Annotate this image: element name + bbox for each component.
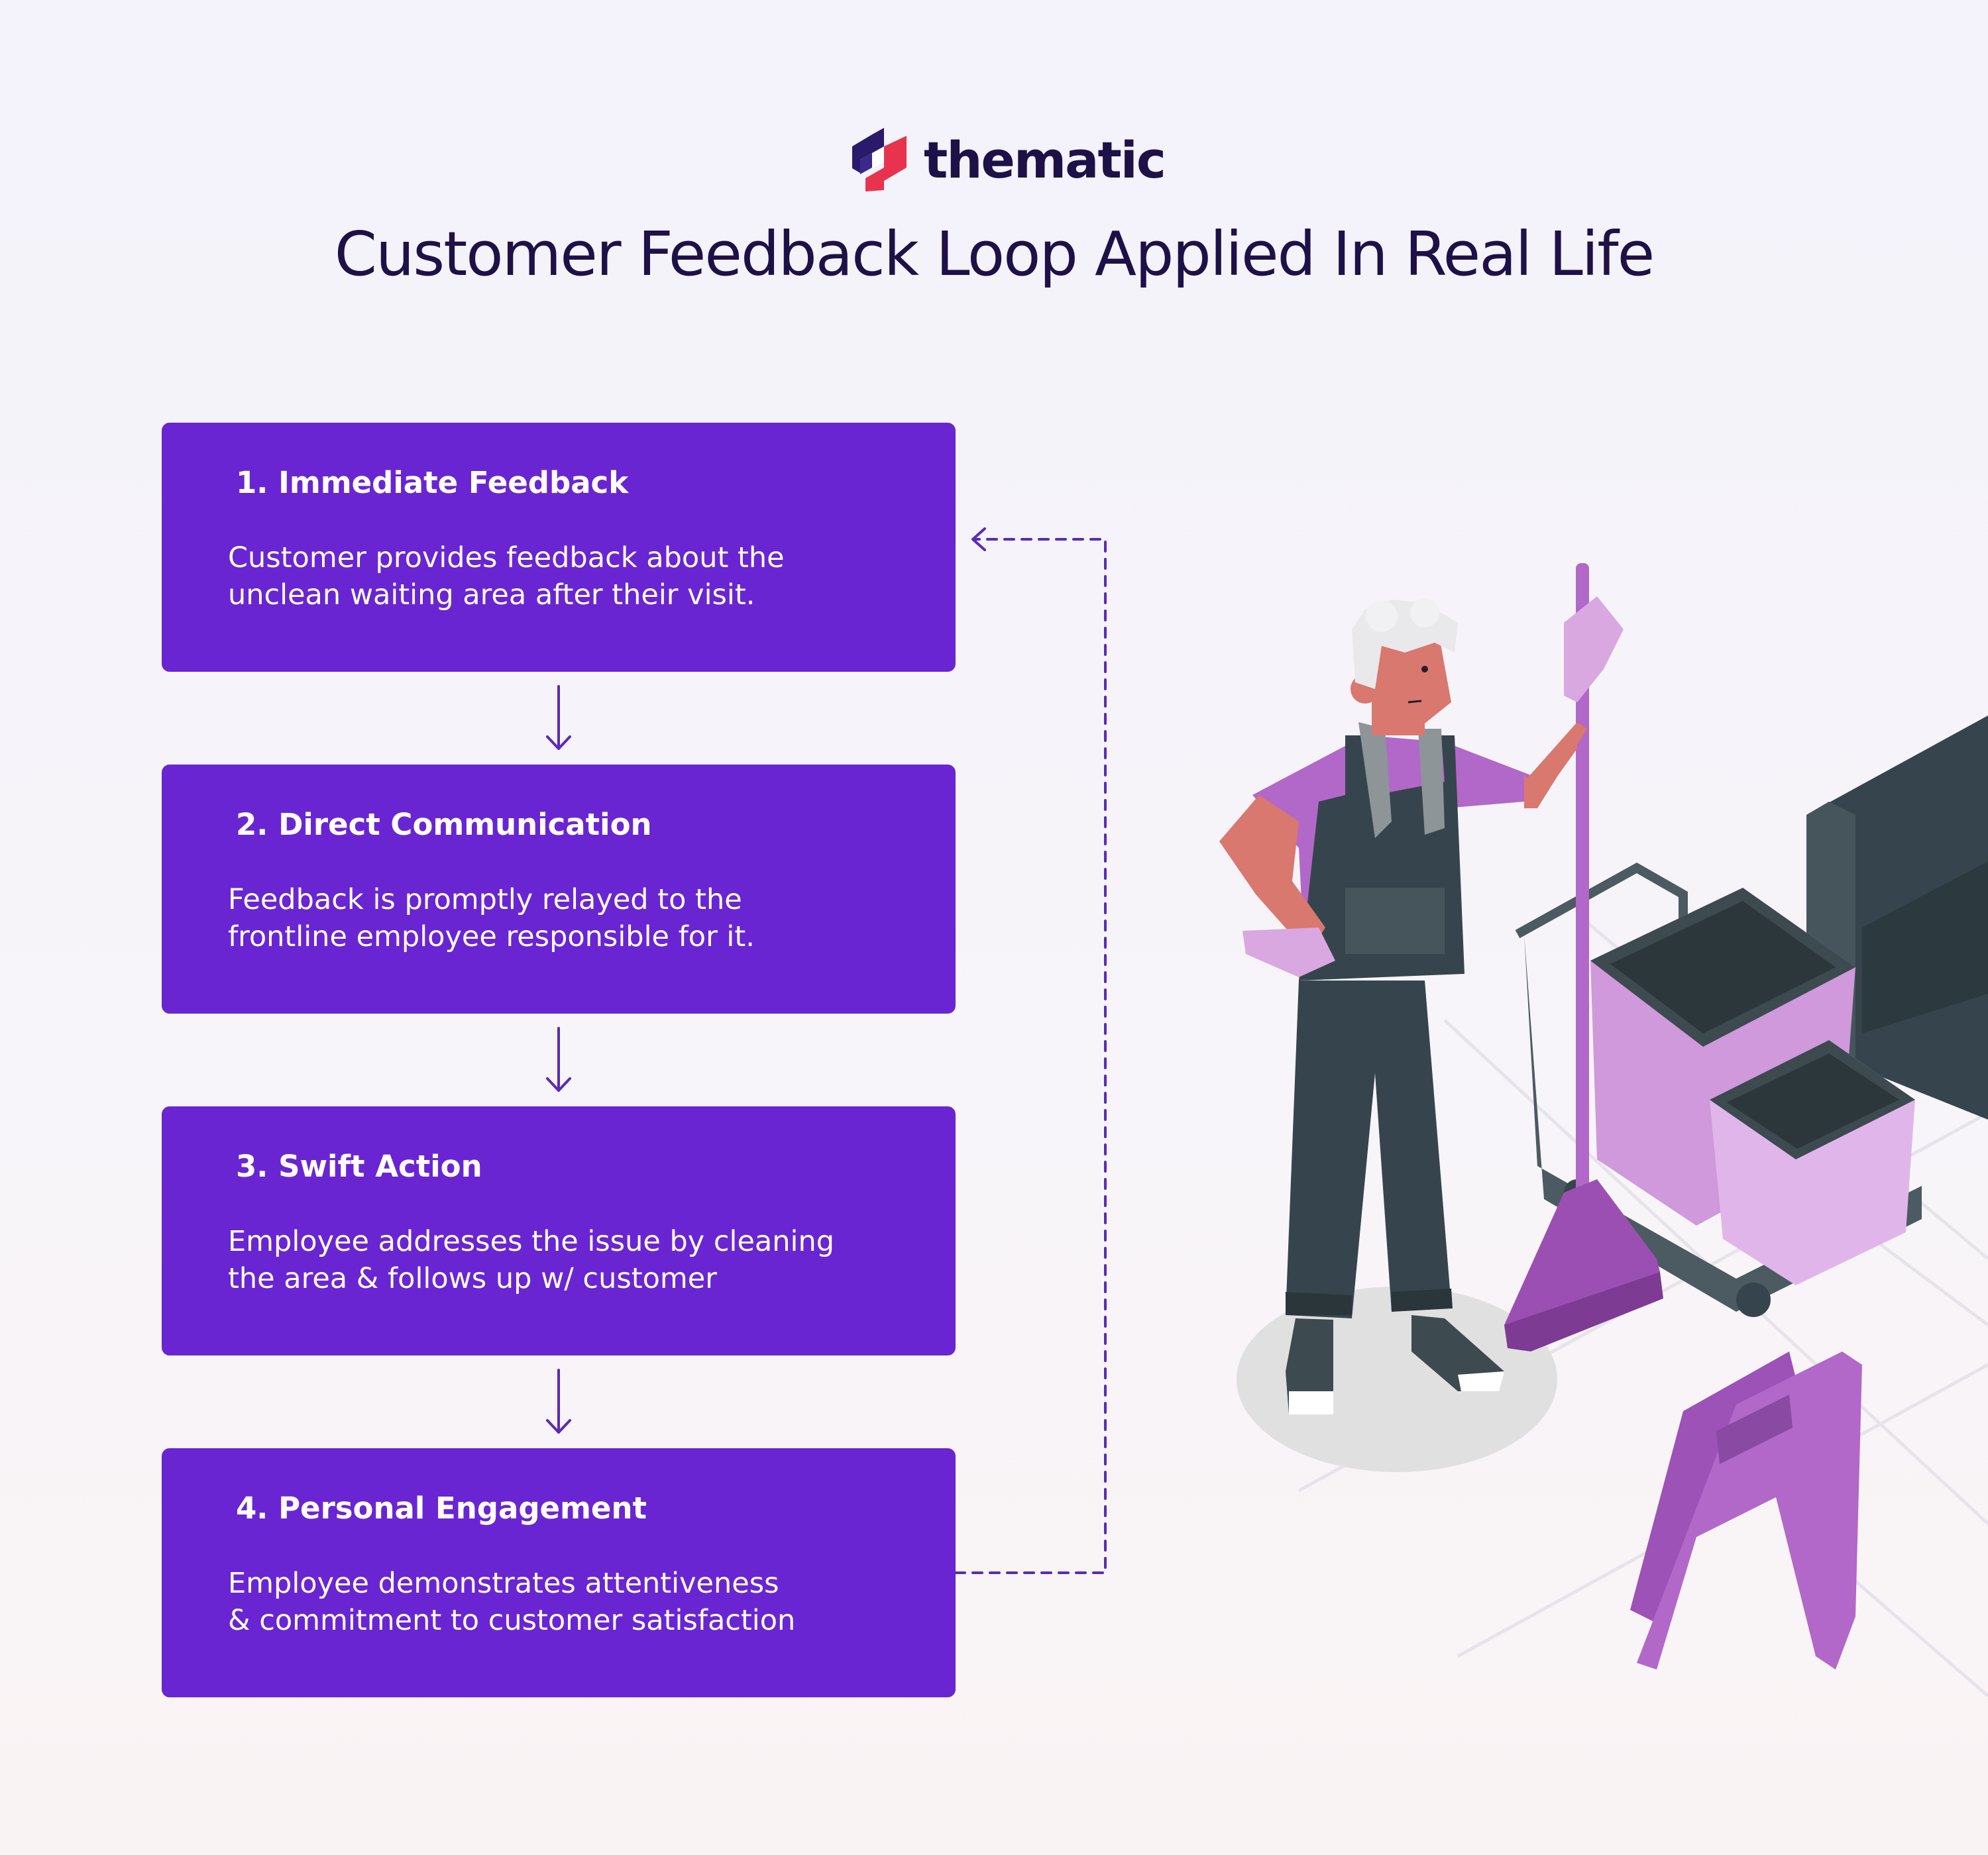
- step-box-3: 3. Swift Action Employee addresses the i…: [162, 1106, 956, 1355]
- brand-logo: thematic: [846, 123, 1166, 196]
- step-description: Employee demonstrates attentiveness & co…: [228, 1565, 917, 1639]
- wet-floor-sign-icon: [1630, 1352, 1862, 1670]
- step-title: 4. Personal Engagement: [236, 1491, 647, 1526]
- step-title: 2. Direct Communication: [236, 807, 652, 842]
- step-title: 1. Immediate Feedback: [236, 465, 629, 500]
- brand-name: thematic: [924, 130, 1166, 189]
- step-title: 3. Swift Action: [236, 1149, 482, 1184]
- step-description-line: Customer provides feedback about the: [228, 541, 785, 574]
- loop-back-arrow: [954, 538, 1107, 1574]
- step-description-line: frontline employee responsible for it.: [228, 920, 755, 953]
- down-arrow-icon: [546, 1027, 571, 1092]
- left-arrow-head-icon: [971, 527, 986, 551]
- step-box-1: 1. Immediate Feedback Customer provides …: [162, 423, 956, 672]
- step-description: Customer provides feedback about the unc…: [228, 539, 917, 613]
- step-description-line: & commitment to customer satisfaction: [228, 1604, 796, 1637]
- step-description-line: Employee demonstrates attentiveness: [228, 1567, 779, 1600]
- step-description-line: Employee addresses the issue by cleaning: [228, 1225, 835, 1258]
- step-description: Employee addresses the issue by cleaning…: [228, 1223, 917, 1297]
- page-title: Customer Feedback Loop Applied In Real L…: [334, 219, 1655, 290]
- sofa-icon: [1806, 716, 1988, 1120]
- step-description-line: Feedback is promptly relayed to the: [228, 883, 742, 916]
- down-arrow-icon: [546, 1369, 571, 1434]
- step-description: Feedback is promptly relayed to the fron…: [228, 881, 917, 955]
- step-description-line: unclean waiting area after their visit.: [228, 578, 755, 611]
- step-description-line: the area & follows up w/ customer: [228, 1262, 717, 1295]
- janitor-person-icon: [1219, 596, 1624, 1414]
- step-box-2: 2. Direct Communication Feedback is prom…: [162, 765, 956, 1014]
- step-box-4: 4. Personal Engagement Employee demonstr…: [162, 1448, 956, 1697]
- thematic-logo-icon: [852, 128, 907, 191]
- down-arrow-icon: [546, 685, 571, 750]
